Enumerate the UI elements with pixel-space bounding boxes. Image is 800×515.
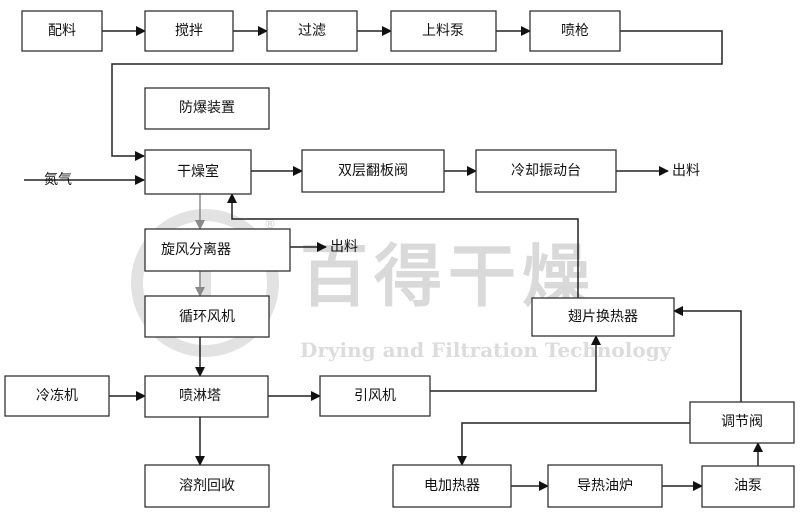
node-jiaoban-label: 搅拌 [175,23,203,39]
node-ganzaoshi: 干燥室 [144,149,252,195]
watermark-logo-ring [131,209,279,357]
node-xuanfeng: 旋风分离器 [144,228,291,272]
node-xuanfeng-label: 旋风分离器 [161,241,231,258]
node-youbeng: 油泵 [701,465,795,508]
node-lengque-label: 冷却振动台 [511,163,581,179]
node-shuangceng: 双层翻板阀 [301,149,445,193]
node-xunhuan: 循环风机 [144,295,270,338]
node-penqiang: 喷枪 [529,10,621,52]
node-rongji-label: 溶剂回收 [179,478,235,494]
arrow-yinfengji-to-chipian [430,335,601,392]
arrow-chipian-to-ganzaoshi [227,193,579,298]
node-yinfengji-label: 引风机 [354,388,396,404]
node-xunhuan-label: 循环风机 [179,309,235,325]
node-fangbao: 防爆装置 [144,87,270,130]
node-guolv-label: 过滤 [298,23,326,39]
node-rongji: 溶剂回收 [144,464,270,508]
node-lengdongji-label: 冷冻机 [36,387,78,404]
node-youbeng-label: 油泵 [734,478,762,494]
arrow-tiaojiefa-to-dianjiare [457,422,690,466]
node-chipian: 翅片换热器 [531,297,675,337]
node-lengque: 冷却振动台 [475,149,617,193]
node-guolv: 过滤 [266,10,358,52]
node-shuangceng-label: 双层翻板阀 [338,163,408,179]
node-penlinta-label: 喷淋塔 [179,388,221,404]
node-shangliaobeng-label: 上料泵 [422,23,464,39]
node-chipian-label: 翅片换热器 [568,308,638,325]
node-daore: 导热油炉 [547,464,663,508]
node-shangliaobeng: 上料泵 [390,10,497,52]
node-lengdongji: 冷冻机 [4,375,110,417]
node-fangbao-label: 防爆装置 [179,100,235,116]
label-chuliao-output: 出料 [672,163,700,179]
node-dianjiare-label: 电加热器 [424,478,480,494]
watermark-subtitle: Drying and Filtration Technology [300,338,673,362]
node-dianjiare: 电加热器 [392,464,512,508]
label-chuliao-cyclone: 出料 [330,239,358,255]
node-penlinta: 喷淋塔 [144,375,269,418]
label-danqi: 氮气 [44,172,72,188]
connectors [24,26,763,491]
node-tiaojiefa-label: 调节阀 [721,414,763,430]
node-ganzaoshi-label: 干燥室 [177,163,219,180]
node-yinfengji: 引风机 [319,375,431,417]
watermark-registered-mark: ® [264,217,276,231]
node-tiaojiefa: 调节阀 [689,401,795,444]
node-peiliao: 配料 [21,10,103,52]
node-jiaoban: 搅拌 [144,10,234,52]
node-penqiang-label: 喷枪 [561,22,589,39]
node-peiliao-label: 配料 [48,23,76,39]
node-daore-label: 导热油炉 [577,478,633,494]
arrow-tiaojiefa-to-chipian [673,306,742,402]
arrow-penqiang-to-ganzaoshi [111,30,723,161]
